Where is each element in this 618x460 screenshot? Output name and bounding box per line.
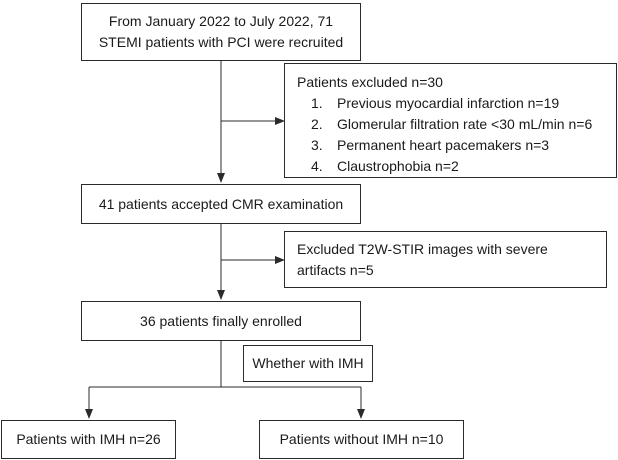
exclusion-list: 1. Previous myocardial infarction n=19 2… xyxy=(297,93,608,177)
cmr-label: 41 patients accepted CMR examination xyxy=(98,195,344,212)
enrolled-label: 36 patients finally enrolled xyxy=(140,312,302,329)
recruitment-line-1: From January 2022 to July 2022, 71 xyxy=(108,13,334,29)
split-label: Whether with IMH xyxy=(252,355,364,371)
exclusion-item: 1. Previous myocardial infarction n=19 xyxy=(311,95,560,111)
exclusion-box-1: Patients excluded n=30 1. Previous myoca… xyxy=(284,63,617,178)
recruitment-box: From January 2022 to July 2022, 71 STEMI… xyxy=(81,3,361,61)
recruitment-line-2: STEMI patients with PCI were recruited xyxy=(98,34,344,50)
exclusion-item: 4. Claustrophobia n=2 xyxy=(311,158,459,174)
cmr-box: 41 patients accepted CMR examination xyxy=(81,184,361,224)
split-box: Whether with IMH xyxy=(243,345,373,382)
exclusion-title: Patients excluded n=30 xyxy=(297,74,443,90)
imh-group-box: Patients with IMH n=26 xyxy=(1,420,176,459)
exclusion2-line-1: Excluded T2W-STIR images with severe xyxy=(297,241,548,257)
exclusion-box-2: Excluded T2W-STIR images with severe art… xyxy=(284,231,607,288)
enrolled-box: 36 patients finally enrolled xyxy=(81,301,361,341)
exclusion-item: 2. Glomerular filtration rate <30 mL/min… xyxy=(311,116,593,132)
imh-group-label: Patients with IMH n=26 xyxy=(16,431,161,447)
exclusion2-line-2: artifacts n=5 xyxy=(297,262,374,278)
exclusion-item: 3. Permanent heart pacemakers n=3 xyxy=(311,137,550,153)
no-imh-group-box: Patients without IMH n=10 xyxy=(259,420,464,459)
no-imh-group-label: Patients without IMH n=10 xyxy=(279,431,444,447)
